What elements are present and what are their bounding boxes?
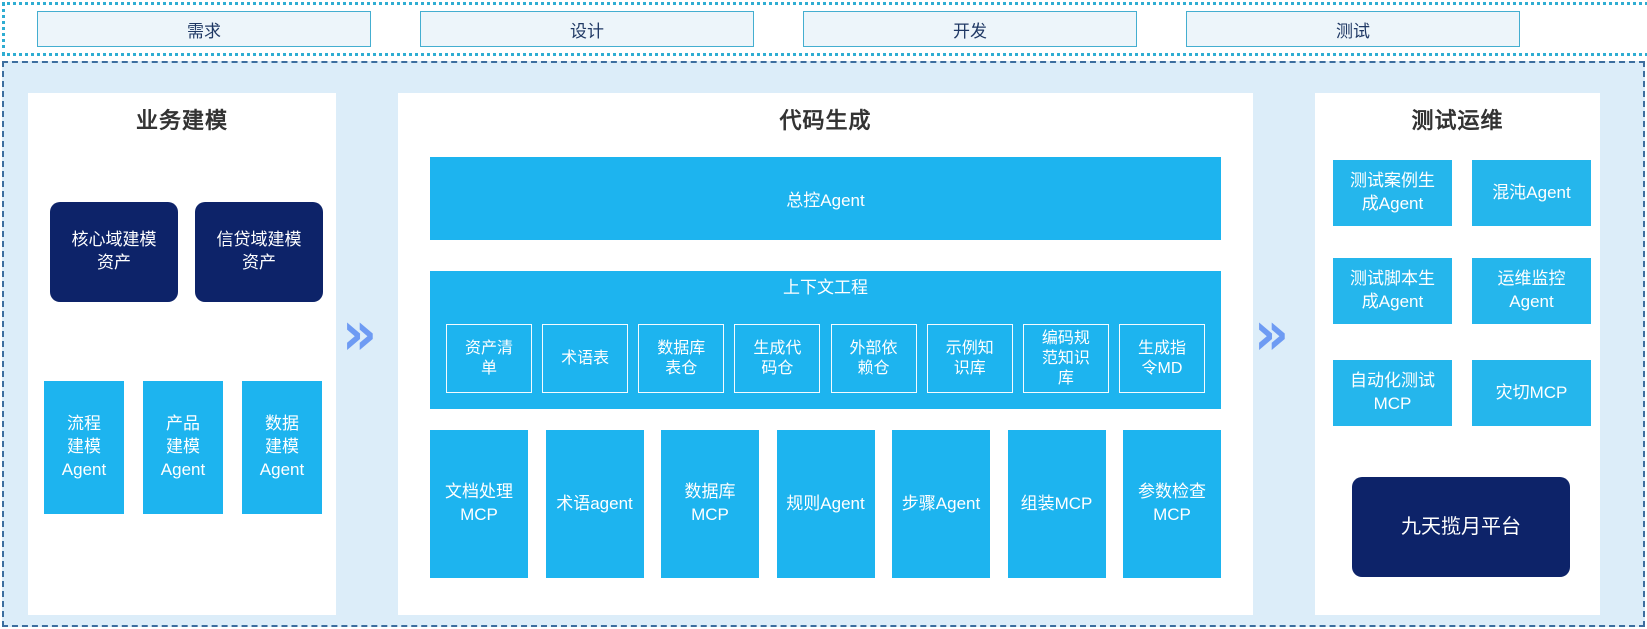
- tool-rule-agent: 规则Agent: [776, 430, 875, 578]
- context-item-glossary: 术语表: [542, 324, 629, 393]
- box-jiutian-lanyue-platform: 九天揽月平台: [1352, 477, 1570, 577]
- tool-param-check-mcp: 参数检查 MCP: [1123, 430, 1221, 578]
- context-item-asset-list: 资产清 单: [446, 324, 532, 393]
- box-chaos-agent: 混沌Agent: [1472, 160, 1591, 226]
- bar-master-control-agent: 总控Agent: [430, 157, 1221, 240]
- box-test-script-gen-agent: 测试脚本生 成Agent: [1333, 258, 1452, 324]
- panel-test-ops: 测试运维 测试案例生 成Agent 混沌Agent 测试脚本生 成Agent 运…: [1315, 93, 1600, 615]
- tool-doc-processing-mcp: 文档处理 MCP: [430, 430, 528, 578]
- context-engineering-title: 上下文工程: [783, 278, 868, 297]
- stage-box-design: 设计: [420, 11, 754, 47]
- panel-code-generation: 代码生成 总控Agent 上下文工程 资产清 单 术语表 数据库 表仓 生成代 …: [398, 93, 1253, 615]
- box-test-case-gen-agent: 测试案例生 成Agent: [1333, 160, 1452, 226]
- context-item-db-table-repo: 数据库 表仓: [638, 324, 725, 393]
- double-chevron-right-icon: »: [342, 298, 377, 369]
- box-data-modeling-agent: 数据 建模 Agent: [242, 381, 322, 514]
- context-item-external-deps-repo: 外部依 赖仓: [830, 324, 917, 393]
- stage-box-requirements: 需求: [37, 11, 371, 47]
- box-ops-monitoring-agent: 运维监控 Agent: [1472, 258, 1591, 324]
- context-item-coding-standards-kb: 编码规 范知识 库: [1022, 324, 1109, 393]
- context-item-generation-instruction-md: 生成指 令MD: [1118, 324, 1205, 393]
- tool-assembly-mcp: 组装MCP: [1007, 430, 1106, 578]
- context-item-example-knowledge-base: 示例知 识库: [926, 324, 1013, 393]
- tool-database-mcp: 数据库 MCP: [661, 430, 759, 578]
- panel-title-business-modeling: 业务建模: [135, 108, 228, 133]
- panel-business-modeling: 业务建模 核心域建模 资产 信贷域建模 资产 流程 建模 Agent 产品 建模…: [28, 93, 336, 615]
- box-automation-test-mcp: 自动化测试 MCP: [1333, 360, 1452, 426]
- tools-row: 文档处理 MCP 术语agent 数据库 MCP 规则Agent 步骤Agent…: [430, 430, 1221, 578]
- box-product-modeling-agent: 产品 建模 Agent: [143, 381, 223, 514]
- context-item-generated-code-repo: 生成代 码仓: [734, 324, 821, 393]
- box-process-modeling-agent: 流程 建模 Agent: [44, 381, 124, 514]
- main-container: 业务建模 核心域建模 资产 信贷域建模 资产 流程 建模 Agent 产品 建模…: [2, 61, 1645, 627]
- tool-step-agent: 步骤Agent: [892, 430, 990, 578]
- panel-title-code-generation: 代码生成: [779, 108, 872, 133]
- context-items-row: 资产清 单 术语表 数据库 表仓 生成代 码仓 外部依 赖仓 示例知 识库 编码…: [430, 324, 1221, 393]
- stage-bar: 需求 设计 开发 测试: [2, 2, 1647, 56]
- box-disaster-switch-mcp: 灾切MCP: [1472, 360, 1591, 426]
- box-credit-domain-modeling-assets: 信贷域建模 资产: [195, 202, 323, 302]
- double-chevron-right-icon: »: [1254, 298, 1289, 369]
- stage-box-development: 开发: [803, 11, 1137, 47]
- section-context-engineering: 上下文工程 资产清 单 术语表 数据库 表仓 生成代 码仓 外部依 赖仓 示例知…: [430, 271, 1221, 409]
- panel-title-test-ops: 测试运维: [1411, 108, 1504, 133]
- stage-box-testing: 测试: [1186, 11, 1520, 47]
- tool-glossary-agent: 术语agent: [545, 430, 644, 578]
- box-core-domain-modeling-assets: 核心域建模 资产: [50, 202, 178, 302]
